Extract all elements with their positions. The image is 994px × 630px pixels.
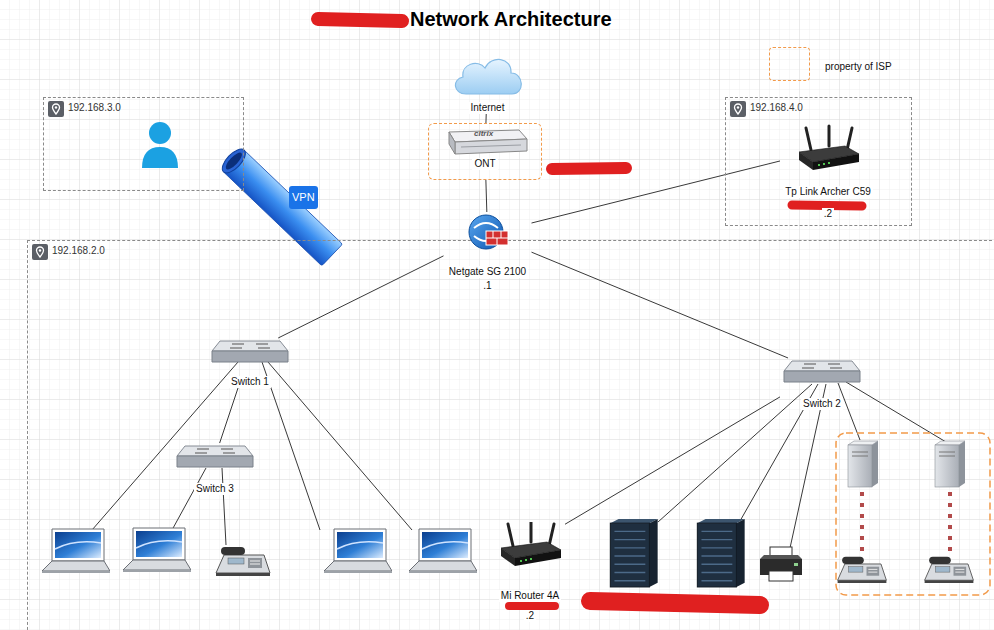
phone-icon bbox=[925, 557, 974, 583]
server-tower-icon bbox=[935, 441, 965, 487]
vpn-tunnel bbox=[218, 145, 249, 176]
network-link bbox=[532, 161, 781, 223]
device-label: Netgate SG 2100 bbox=[447, 266, 528, 278]
map-pin-icon bbox=[48, 101, 64, 117]
laptop-icon bbox=[324, 529, 392, 573]
network-wire bbox=[92, 362, 946, 548]
ip-suffix: .2 bbox=[822, 208, 834, 220]
legend-swatch bbox=[769, 47, 810, 81]
printer-icon bbox=[760, 547, 802, 581]
ont-icon bbox=[449, 130, 527, 154]
cloud-icon bbox=[455, 59, 521, 94]
phone-icon bbox=[216, 547, 270, 576]
server-tower-icon bbox=[848, 441, 878, 487]
network-device: Netgate SG 2100 .1 bbox=[444, 212, 532, 292]
router-icon bbox=[793, 124, 863, 174]
network-wire bbox=[268, 362, 412, 530]
switch-icon bbox=[212, 341, 288, 362]
network-wire bbox=[658, 384, 812, 522]
network-device: Switch 1 bbox=[208, 338, 292, 388]
ip-suffix: .2 bbox=[524, 610, 536, 622]
network-link bbox=[565, 397, 780, 524]
server-rack-icon bbox=[610, 519, 657, 587]
network-wire bbox=[222, 468, 226, 545]
router-icon bbox=[799, 126, 859, 170]
device-label: Switch 2 bbox=[801, 398, 843, 410]
switch-icon bbox=[175, 443, 255, 471]
network-link bbox=[485, 180, 487, 212]
phone-icon bbox=[838, 557, 887, 583]
map-pin-icon bbox=[32, 244, 48, 260]
network-device: Switch 2 bbox=[780, 358, 864, 410]
isp-link bbox=[948, 492, 952, 552]
router-icon bbox=[501, 522, 561, 566]
redaction bbox=[318, 19, 862, 606]
network-link bbox=[485, 114, 486, 123]
vpn-tunnel bbox=[218, 145, 342, 265]
network-link bbox=[532, 252, 789, 358]
isp-link bbox=[860, 492, 864, 552]
device-label: Internet bbox=[469, 102, 507, 114]
subnet-region: 192.168.3.0 bbox=[43, 97, 244, 191]
ip-suffix: .1 bbox=[481, 280, 493, 292]
server-rack-icon bbox=[697, 519, 744, 587]
laptop-icon bbox=[409, 529, 477, 573]
device-label: Switch 1 bbox=[229, 376, 271, 388]
switch-icon bbox=[177, 446, 253, 467]
legend-text: property of ISP bbox=[825, 61, 892, 73]
map-pin-icon bbox=[730, 101, 746, 117]
subnet-label: 192.168.4.0 bbox=[750, 102, 803, 114]
router-icon bbox=[495, 522, 565, 568]
switch-icon bbox=[782, 358, 862, 386]
network-device: Mi Router 4A .2 bbox=[495, 522, 565, 622]
redaction bbox=[552, 168, 626, 169]
device-label: Mi Router 4A bbox=[499, 590, 561, 602]
redaction bbox=[509, 602, 555, 610]
diagram-title: Network Architecture bbox=[410, 7, 612, 31]
laptop-icon bbox=[42, 529, 110, 573]
vpn-label: VPN bbox=[289, 186, 318, 209]
isp-link bbox=[862, 492, 950, 552]
person-icon bbox=[149, 122, 171, 144]
network-link bbox=[220, 388, 238, 443]
redaction bbox=[318, 19, 402, 21]
subnet-label: 192.168.2.0 bbox=[52, 245, 105, 257]
network-device: Switch 3 bbox=[173, 443, 257, 495]
brand-logo: citrix bbox=[474, 129, 493, 138]
subnet-region: 192.168.2.0Netgate SG 2100 .1Switch 1 Swit… bbox=[27, 240, 994, 630]
network-link bbox=[278, 256, 443, 338]
subnet-label: 192.168.3.0 bbox=[68, 102, 121, 114]
switch-icon bbox=[210, 338, 290, 366]
vpn-tunnel bbox=[223, 150, 342, 266]
person-icon bbox=[142, 147, 178, 168]
map-pin-icon bbox=[32, 244, 48, 260]
cloud-icon bbox=[448, 52, 528, 98]
switch-icon bbox=[784, 361, 860, 382]
netgate-icon bbox=[469, 215, 508, 249]
redaction bbox=[792, 205, 862, 206]
device-label: ONT bbox=[472, 158, 497, 170]
redaction bbox=[590, 601, 760, 605]
device-label: Tp Link Archer C59 bbox=[783, 186, 873, 198]
network-device: Tp Link Archer C59 .2 bbox=[780, 124, 876, 220]
laptop-icon bbox=[123, 528, 191, 572]
subnet-region: 192.168.4.0 Tp Link Archer C59 .2 bbox=[725, 97, 912, 226]
person-icon bbox=[142, 122, 178, 168]
map-pin-icon bbox=[730, 101, 746, 117]
network-device: Internet bbox=[446, 52, 530, 114]
network-wire bbox=[838, 383, 860, 440]
map-pin-icon bbox=[48, 101, 64, 117]
device-label: Switch 3 bbox=[194, 483, 236, 495]
vpn-tunnel bbox=[223, 150, 244, 171]
isp-group-box bbox=[836, 433, 990, 595]
netgate-icon bbox=[466, 212, 510, 256]
network-wire bbox=[172, 468, 206, 530]
